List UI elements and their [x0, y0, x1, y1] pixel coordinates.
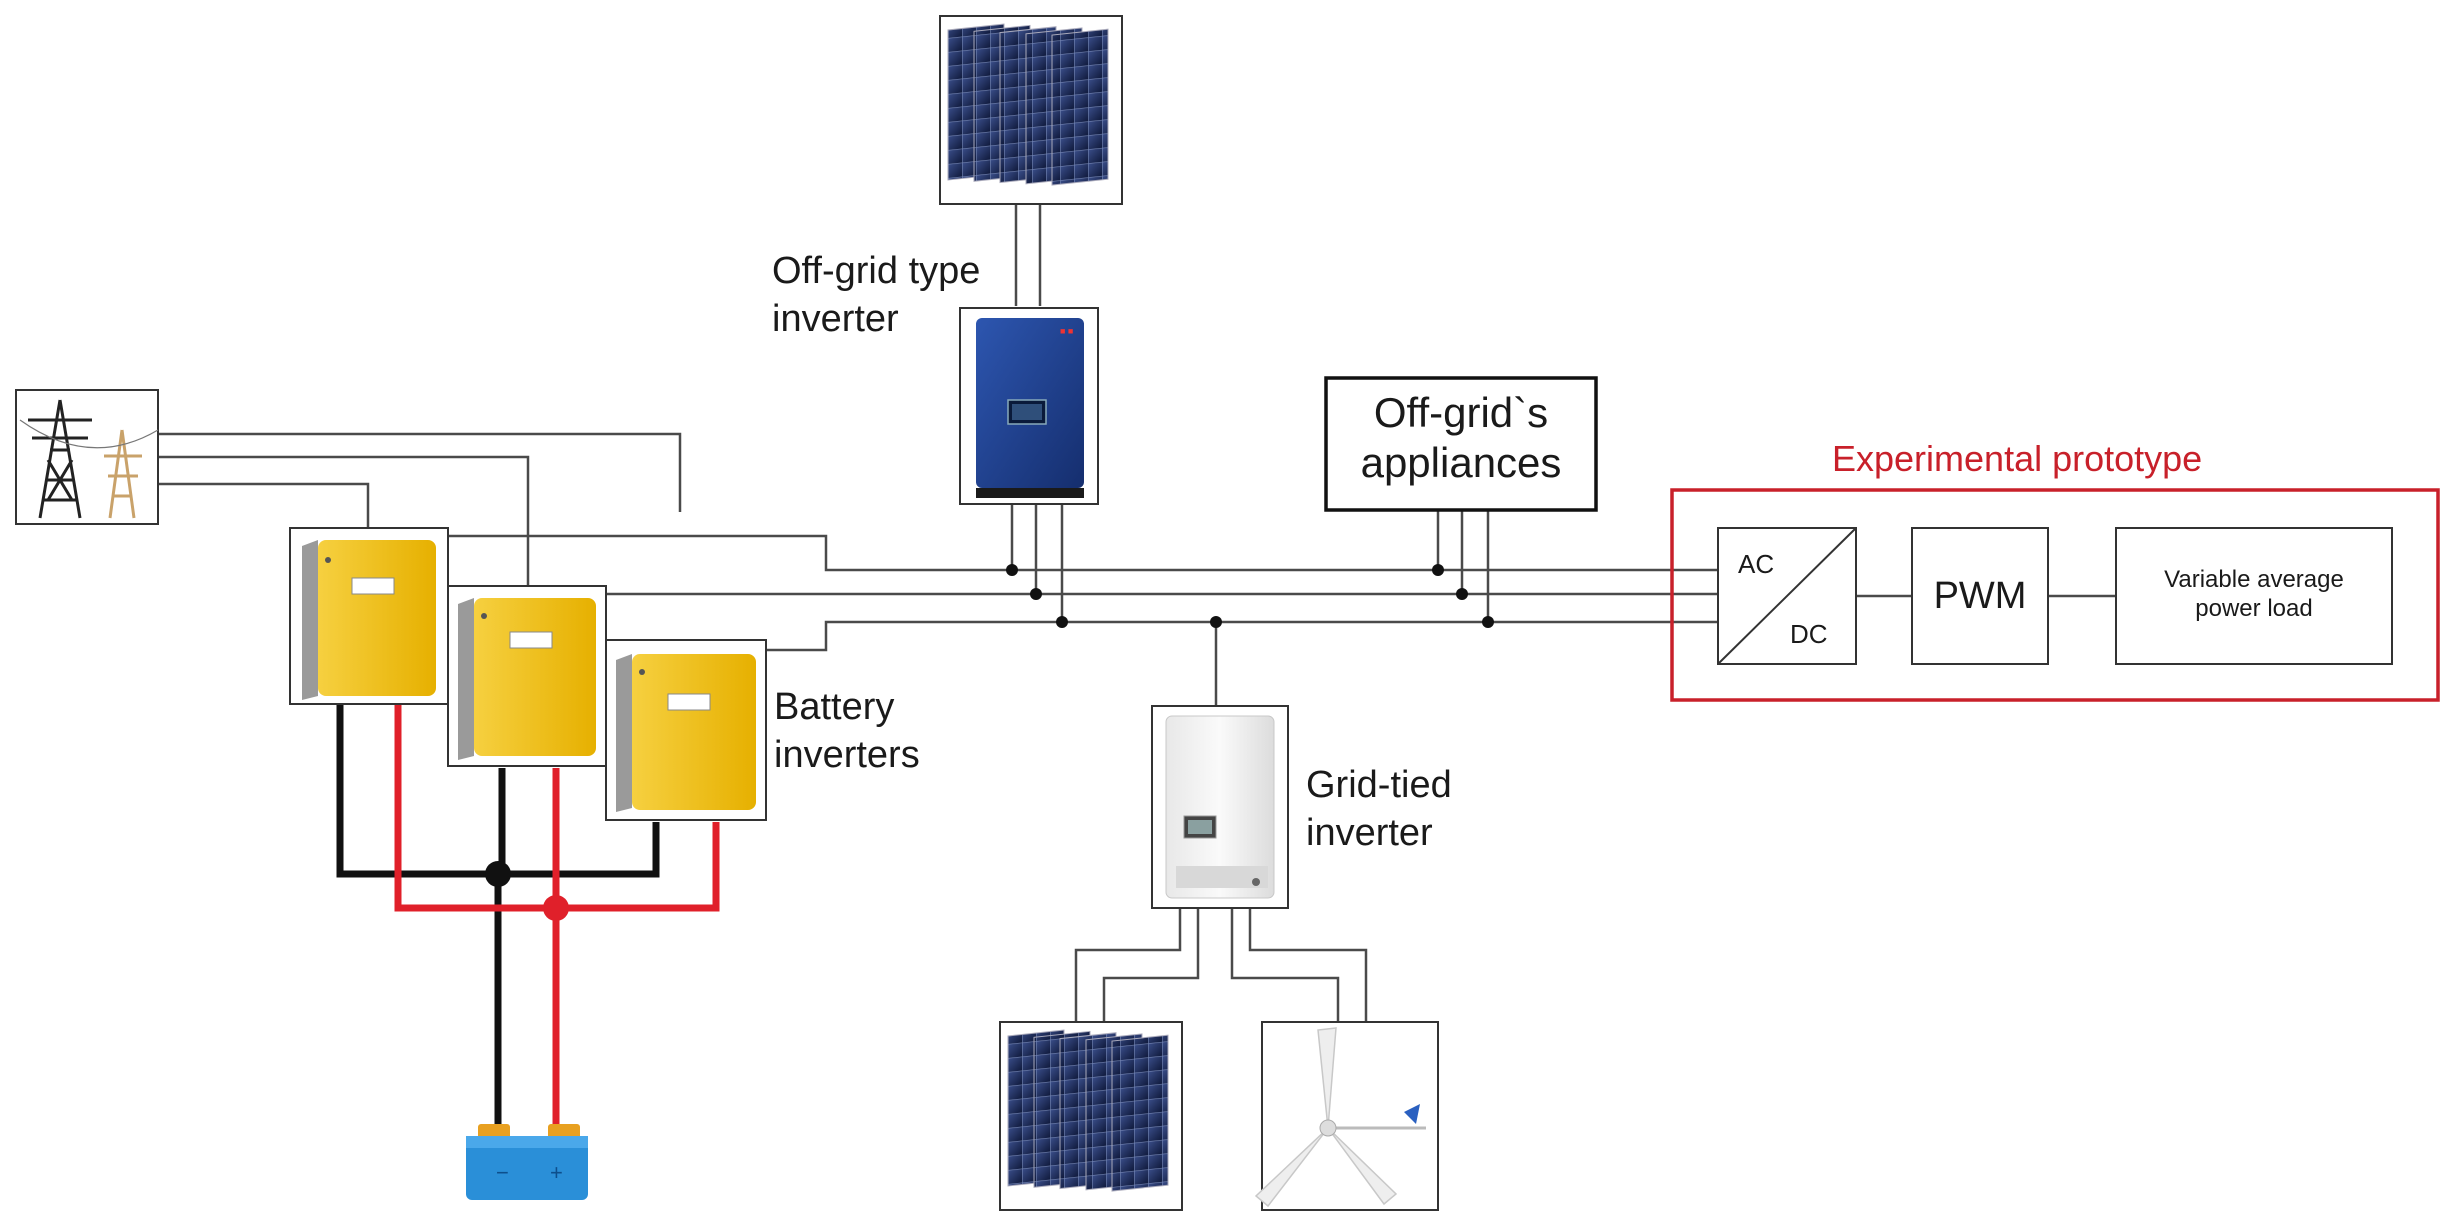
offgrid-inverter-device: ■ ■ [959, 307, 1099, 505]
battery-inverter-3 [605, 639, 767, 821]
junction-dot [1432, 564, 1444, 576]
offgrid-appliances-label: Off-grid`s appliances [1326, 388, 1596, 489]
battery-inverter-2 [447, 585, 607, 767]
bus-line-3 [766, 620, 1718, 652]
wire-gt-pv-1 [1074, 908, 1182, 1022]
svg-text:■ ■: ■ ■ [1060, 326, 1073, 336]
junction-dot [1456, 588, 1468, 600]
offgrid-appliances-box [1324, 376, 1598, 512]
experimental-prototype-frame [1670, 488, 2440, 702]
label-line: inverter [1306, 811, 1433, 854]
wind-turbine-icon [1254, 1021, 1439, 1211]
label-line: Battery [774, 686, 895, 728]
svg-text:+: + [550, 1160, 563, 1185]
power-pylon-icon [15, 389, 159, 525]
solar-panel-icon [999, 1021, 1183, 1211]
battery-inverter-1 [289, 527, 449, 705]
wire-grid-1 [158, 432, 682, 512]
label-line: inverter [772, 297, 899, 340]
acdc-diagonal [1717, 527, 1857, 665]
battery-inverters-label: Battery inverters [774, 684, 920, 779]
label-line: Variable average [2164, 566, 2344, 593]
label-line: Off-grid type [772, 250, 981, 292]
acdc-dc-label: DC [1790, 619, 1828, 649]
svg-text:−: − [496, 1160, 509, 1185]
battery-icon: − + [466, 1124, 588, 1200]
junction-dot [1482, 616, 1494, 628]
junction-dot [1030, 588, 1042, 600]
offgrid-inverter-label: Off-grid type inverter [772, 248, 980, 343]
grid-tied-inverter-label: Grid-tied inverter [1306, 762, 1452, 857]
label-line: inverters [774, 733, 920, 776]
load-label: Variable average power load [2116, 566, 2392, 624]
wire-gt-wind-2 [1248, 908, 1368, 1022]
wire-gt-wind-1 [1230, 908, 1340, 1022]
junction-dot [1210, 616, 1222, 628]
wire-grid-3 [158, 482, 370, 532]
grid-tied-inverter-device [1151, 705, 1289, 909]
label-line: Grid-tied [1306, 764, 1452, 806]
wire-grid-2 [158, 455, 530, 590]
ac-wires [158, 204, 2116, 1022]
label-line: appliances [1360, 439, 1562, 487]
junction-dot [1056, 616, 1068, 628]
experimental-prototype-title: Experimental prototype [1832, 438, 2203, 479]
label-line: Off-grid`s [1373, 389, 1549, 436]
acdc-ac-label: AC [1738, 549, 1775, 579]
dc-positive-junction [543, 895, 569, 921]
pwm-box [1911, 527, 2049, 665]
solar-panel-icon [939, 15, 1123, 205]
junctions [1006, 564, 1494, 628]
dc-negative-junction [485, 861, 511, 887]
load-box [2115, 527, 2393, 665]
pwm-label: PWM [1933, 575, 2027, 617]
wire-gt-pv-2 [1102, 908, 1200, 1022]
junction-dot [1006, 564, 1018, 576]
bus-line-1 [448, 534, 1718, 572]
label-line: power load [2195, 594, 2313, 622]
